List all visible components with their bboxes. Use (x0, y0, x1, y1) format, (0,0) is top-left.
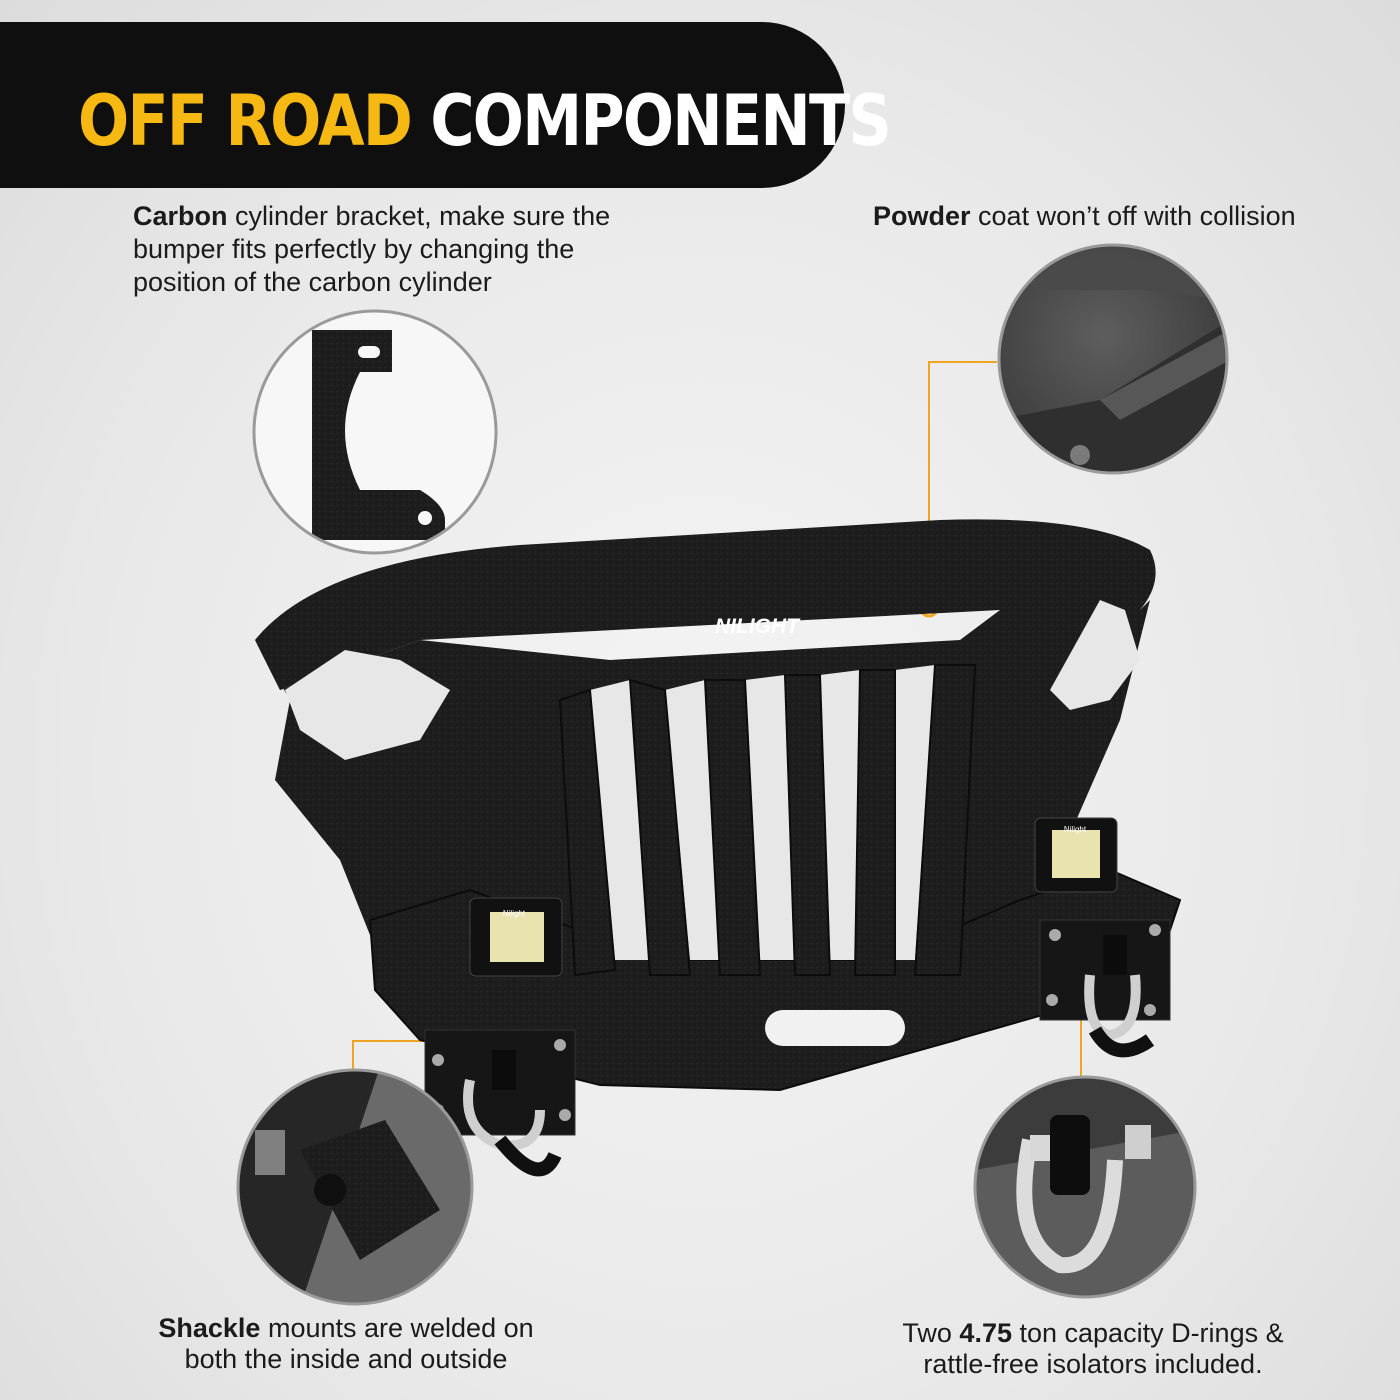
grille-top-visor (255, 519, 1156, 690)
shackle-mount-caption: Shackle mounts are welded on both the in… (136, 1313, 556, 1375)
drings-text: ton capacity D-rings & rattle-free isola… (923, 1318, 1284, 1379)
winch-slot (765, 1010, 905, 1046)
shackle-text: mounts are welded on both the inside and… (184, 1313, 534, 1374)
right-led-pod: Nilight (1034, 817, 1118, 893)
grille-slat (853, 669, 896, 976)
zoom-shackle-mount (236, 1068, 474, 1306)
left-shackle-mount (424, 1029, 576, 1177)
brand-logo: NILIGHT (715, 615, 801, 638)
zoom-carbon-bracket (252, 309, 498, 555)
bracket-hole-bottom (418, 511, 432, 525)
grille-slat (703, 679, 762, 976)
grille-slats (590, 665, 935, 960)
powder-bold: Powder (873, 201, 971, 231)
right-led-label: Nilight (1064, 825, 1087, 834)
left-led-pod: Nilight (469, 897, 563, 977)
header-banner: OFF ROAD COMPONENTS (0, 22, 892, 188)
grille-slat (628, 678, 692, 976)
left-led-label: Nilight (503, 909, 526, 918)
grille-slat (558, 688, 617, 977)
drings-bold: 4.75 (959, 1318, 1012, 1348)
bracket-slot-top (358, 346, 380, 358)
shackle-bold: Shackle (158, 1313, 261, 1343)
carbon-bracket-caption: Carbon cylinder bracket, make sure the b… (133, 200, 653, 299)
powder-text: coat won’t off with collision (970, 201, 1296, 231)
grille-gap (665, 680, 720, 960)
powder-coat-caption: Powder coat won’t off with collision (873, 200, 1373, 233)
grille-gap (745, 675, 795, 960)
carbon-bold: Carbon (133, 201, 228, 231)
left-headlight-opening (285, 650, 450, 760)
grille-gap (895, 665, 935, 960)
grille-slat (783, 674, 832, 976)
zoom-d-ring (973, 1075, 1197, 1299)
right-headlight-opening (1050, 600, 1140, 710)
bracket-plate (312, 330, 445, 540)
right-shackle-mount (1039, 919, 1171, 1058)
d-rings-caption: Two 4.75 ton capacity D-rings & rattle-f… (868, 1318, 1318, 1380)
carbon-text: cylinder bracket, make sure the bumper f… (133, 201, 611, 297)
grille-gap (820, 670, 860, 960)
page-title: OFF ROAD COMPONENTS (78, 86, 892, 156)
title-accent: OFF ROAD (78, 80, 413, 162)
drings-prefix: Two (902, 1318, 960, 1348)
zoom-powder-coat (997, 243, 1229, 475)
title-rest: COMPONENTS (430, 80, 891, 162)
grille-slats-dark (558, 664, 977, 977)
grille-slat (913, 664, 977, 976)
